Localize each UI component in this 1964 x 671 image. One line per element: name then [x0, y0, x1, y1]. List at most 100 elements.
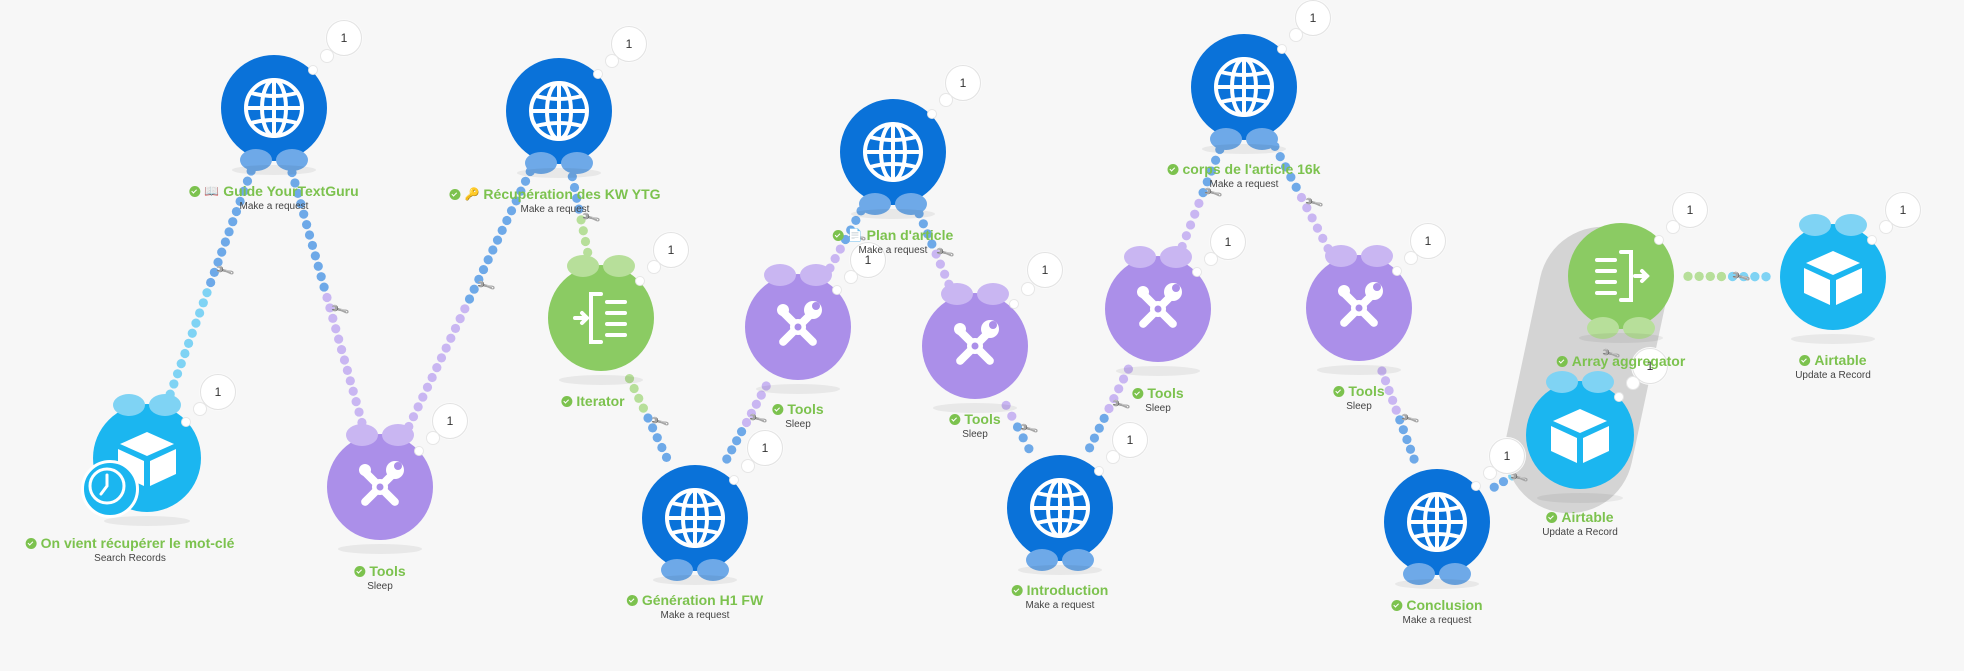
- connection-dot: [1206, 166, 1217, 176]
- module-emoji: 🔑: [464, 187, 480, 201]
- connection-dot: [1118, 374, 1129, 384]
- connection-dot: [634, 393, 644, 403]
- module-recuperation-des-kw-ytg-3[interactable]: [506, 58, 612, 178]
- status-check-icon: [449, 188, 461, 200]
- badge-trail-dot: [307, 64, 318, 75]
- connection-dot: [1202, 177, 1212, 187]
- connection-dot: [1302, 203, 1312, 213]
- module-handle: [525, 152, 557, 174]
- badge-trail-dot: [1653, 234, 1664, 245]
- module-title-row: Array aggregator: [1556, 353, 1685, 369]
- module-tools-8[interactable]: [922, 283, 1028, 413]
- connection-dot: [648, 423, 658, 433]
- module-title: Conclusion: [1406, 597, 1483, 613]
- connection-dot: [1739, 271, 1749, 282]
- module-guide-yourtextguru-1[interactable]: [221, 55, 327, 175]
- connection-dot: [1001, 400, 1011, 410]
- module-handle: [240, 149, 272, 171]
- connection-dot: [342, 365, 352, 376]
- module-label[interactable]: Iterator: [561, 393, 625, 409]
- module-handle: [1160, 246, 1192, 268]
- connection-dot: [1198, 188, 1208, 198]
- connection-dot: [1211, 155, 1221, 165]
- connection-dot: [1181, 231, 1191, 241]
- badge-trail-dot: [413, 445, 424, 456]
- connection-dot: [345, 376, 355, 386]
- connection-dot: [1275, 152, 1285, 162]
- module-handle: [1799, 214, 1831, 236]
- operations-count-badge[interactable]: 1: [326, 20, 362, 56]
- globe-icon: [1214, 57, 1274, 117]
- module-handle: [1439, 563, 1471, 585]
- badge-trail-dot: [1191, 267, 1202, 278]
- connection-dot: [1123, 364, 1133, 374]
- module-airtable-14[interactable]: [1526, 371, 1634, 503]
- connection-dot: [183, 338, 194, 348]
- connection-dot: [1388, 395, 1398, 405]
- connection-dot: [1377, 366, 1387, 376]
- badge-trail-dot: [1625, 376, 1640, 391]
- connection-dot: [296, 199, 306, 209]
- module-generation-h1-fw-5[interactable]: [642, 465, 748, 585]
- module-handle: [859, 193, 891, 215]
- operations-count-badge[interactable]: 1: [653, 232, 689, 268]
- connection-dot: [732, 436, 742, 446]
- module-title: Tools: [964, 411, 1001, 427]
- badge-trail-dot: [1878, 219, 1893, 234]
- module-conclusion-13[interactable]: [1384, 469, 1490, 589]
- badge-trail-dot: [1093, 465, 1104, 476]
- module-handle: [1026, 549, 1058, 571]
- connection-dot: [1716, 271, 1727, 282]
- tools-icon: [1338, 282, 1383, 327]
- status-check-icon: [189, 185, 201, 197]
- status-check-icon: [1333, 385, 1345, 397]
- module-title: Tools: [1147, 385, 1184, 401]
- operations-count-badge[interactable]: 1: [200, 374, 236, 410]
- schedule-clock-icon[interactable]: [81, 460, 139, 518]
- connection-dot: [931, 249, 941, 259]
- connection-dot: [727, 445, 737, 455]
- connection-dot: [213, 257, 223, 267]
- module-label[interactable]: Array aggregator: [1556, 353, 1685, 369]
- module-handle: [346, 424, 378, 446]
- connection-dot: [202, 288, 212, 298]
- connection-dot: [935, 259, 945, 269]
- connection-dot: [427, 372, 437, 383]
- module-action: Make a request: [858, 245, 928, 256]
- module-handle: [1325, 245, 1357, 267]
- connection-dot: [761, 381, 771, 391]
- badge-trail-dot: [319, 48, 334, 63]
- connection-dot: [830, 253, 840, 264]
- module-handle: [1246, 128, 1278, 150]
- module-tools-6[interactable]: [745, 264, 851, 394]
- module-title-row: Conclusion: [1391, 597, 1483, 613]
- connection-dot: [408, 412, 419, 422]
- module-handle: [941, 283, 973, 305]
- module-action: Make a request: [1209, 179, 1279, 190]
- module-plan-d-article-7[interactable]: [840, 99, 946, 219]
- badge-trail-dot: [1008, 299, 1019, 310]
- status-check-icon: [626, 594, 638, 606]
- badge-trail-dot: [1613, 392, 1624, 403]
- operations-count-badge[interactable]: 1: [747, 430, 783, 466]
- operations-count-badge[interactable]: 1: [1027, 252, 1063, 288]
- module-tools-10[interactable]: [1105, 246, 1211, 376]
- module-tools-2[interactable]: [327, 424, 433, 554]
- connection-dot: [643, 413, 653, 423]
- connection-dot: [1683, 271, 1693, 281]
